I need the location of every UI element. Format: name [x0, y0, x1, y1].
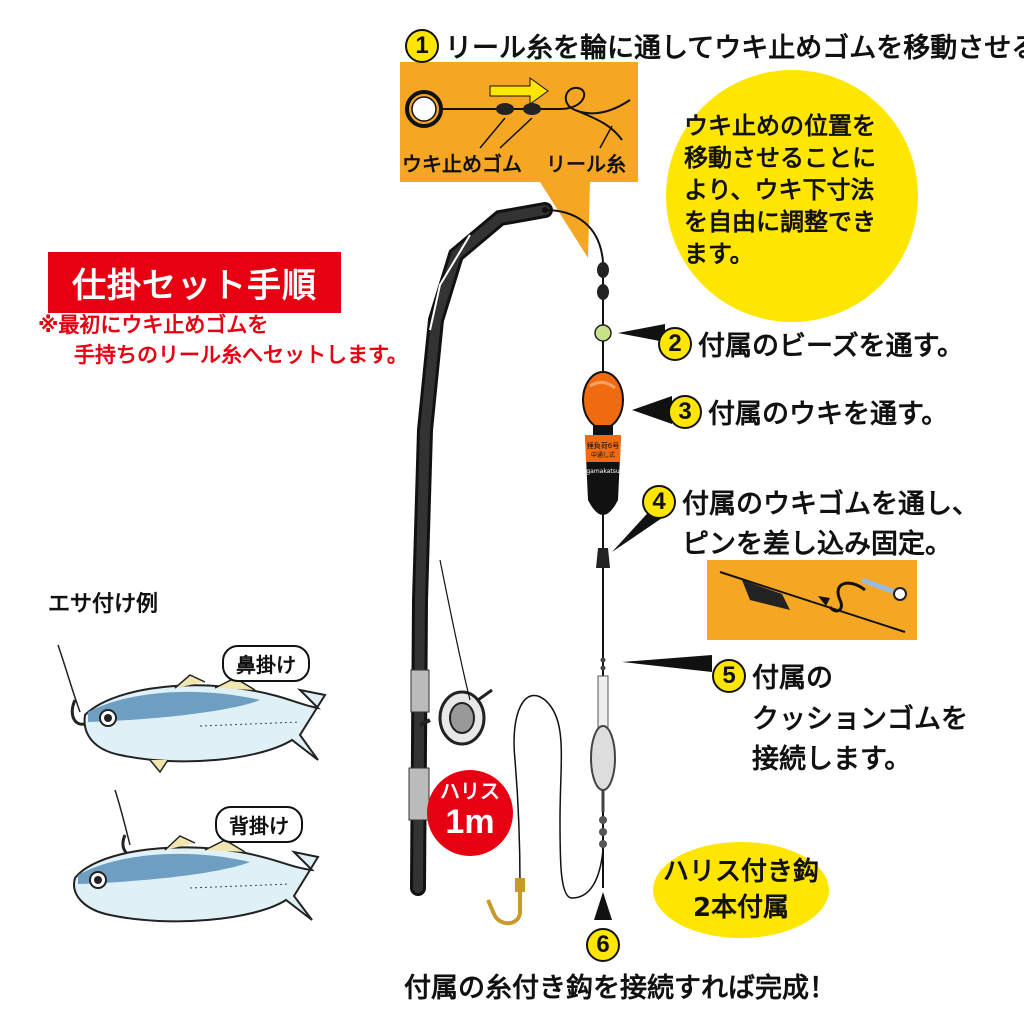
inset-pin-insertion: [707, 560, 917, 640]
cushion-rubber: [590, 657, 616, 848]
step-4: 4 付属のウキゴムを通し、: [642, 482, 979, 521]
bait-label-nose: 鼻掛け: [222, 645, 310, 682]
step-5-line-3: 接続します。: [752, 744, 912, 775]
float-size-text: 錘負荷6号: [587, 441, 619, 450]
bubble-text: ウキ止めの位置を 移動させることに より、ウキ下寸法 を自由に調整でき ます。: [684, 110, 914, 270]
note-line-2: 手持ちのリール糸へセットします。: [74, 343, 408, 367]
spinning-reel: [419, 688, 493, 746]
fish-back-hook: [73, 789, 320, 923]
step-4-line-2: ピンを差し込み固定。: [682, 529, 952, 560]
hook-badge: ハリス付き鈎 2本付属: [653, 854, 829, 926]
inset-pointer: [540, 182, 590, 258]
float-type-text: 中通し式: [591, 451, 615, 459]
harisu-label: ハリス 1m: [427, 780, 513, 840]
pointer-5: [622, 655, 712, 672]
step-5-number: 5: [712, 658, 746, 693]
bubble-line-2: 移動させることに: [684, 144, 876, 172]
step-4-number: 4: [642, 484, 676, 519]
hook-badge-oval: [653, 842, 829, 938]
hook-leader: [486, 694, 604, 926]
step-3: 3 付属のウキを通す。: [668, 392, 948, 431]
step-2-text: 付属のビーズを通す。: [698, 331, 964, 362]
hook-badge-line-1: ハリス付き鈎: [662, 857, 819, 887]
step-6-number: 6: [586, 928, 620, 962]
step-1-text: リール糸を輪に通してウキ止めゴムを移動させる。: [445, 33, 1024, 64]
bubble-line-5: ます。: [684, 240, 754, 268]
step-6-marker: 6: [586, 928, 620, 962]
harisu-line-2: 1m: [445, 803, 495, 841]
pointer-2: [618, 324, 665, 342]
step-1: 1 リール糸を輪に通してウキ止めゴムを移動させる。: [405, 26, 1024, 65]
main-line-tip: [544, 209, 604, 263]
fish-nose-hook: [57, 644, 327, 774]
step-4-line-1: 付属のウキゴムを通し、: [682, 489, 979, 520]
step-2-number: 2: [658, 326, 692, 361]
bait-label-back: 背掛け: [215, 806, 303, 843]
inset-label-stopper: ウキ止めゴム: [402, 152, 522, 176]
inset-label-reel-line: リール糸: [546, 152, 626, 176]
pointer-6: [594, 892, 612, 920]
harisu-line-1: ハリス: [440, 781, 500, 803]
bubble-line-3: より、ウキ下寸法: [684, 176, 875, 204]
step-5-line-1: 付属の: [752, 663, 833, 694]
stopper-rubber-1: [597, 262, 609, 278]
hook-badge-line-2: 2本付属: [692, 893, 790, 923]
bubble-line-4: を自由に調整でき: [684, 208, 876, 236]
float-brand-text: gamakatsu: [586, 468, 620, 475]
bead: [594, 324, 612, 342]
step-3-text: 付属のウキを通す。: [708, 399, 949, 430]
step-5: 5 付属の: [712, 656, 833, 695]
float-rubber: [596, 548, 610, 568]
setup-note: ※最初にウキ止めゴムを 手持ちのリール糸へセットします。: [38, 310, 408, 370]
inset-ring-threading: [400, 62, 638, 182]
pointer-3: [632, 396, 672, 424]
stopper-rubber-2: [597, 284, 609, 300]
float: 錘負荷6号 中通し式 gamakatsu: [582, 371, 624, 515]
step-1-number: 1: [405, 28, 439, 63]
note-line-1: ※最初にウキ止めゴムを: [38, 313, 269, 337]
fishing-rod: [408, 202, 553, 896]
step-5-line-2: クッションゴムを: [752, 704, 968, 735]
step-3-number: 3: [668, 394, 702, 429]
bait-examples-title: エサ付け例: [48, 592, 159, 617]
bubble-line-1: ウキ止めの位置を: [684, 112, 876, 140]
step-2: 2 付属のビーズを通す。: [658, 324, 964, 363]
explanation-bubble: [666, 70, 918, 322]
section-title: 仕掛セット手順: [48, 252, 341, 313]
step-6-text: 付属の糸付き鈎を接続すれば完成！: [404, 973, 836, 1004]
harisu-circle: [427, 770, 513, 856]
